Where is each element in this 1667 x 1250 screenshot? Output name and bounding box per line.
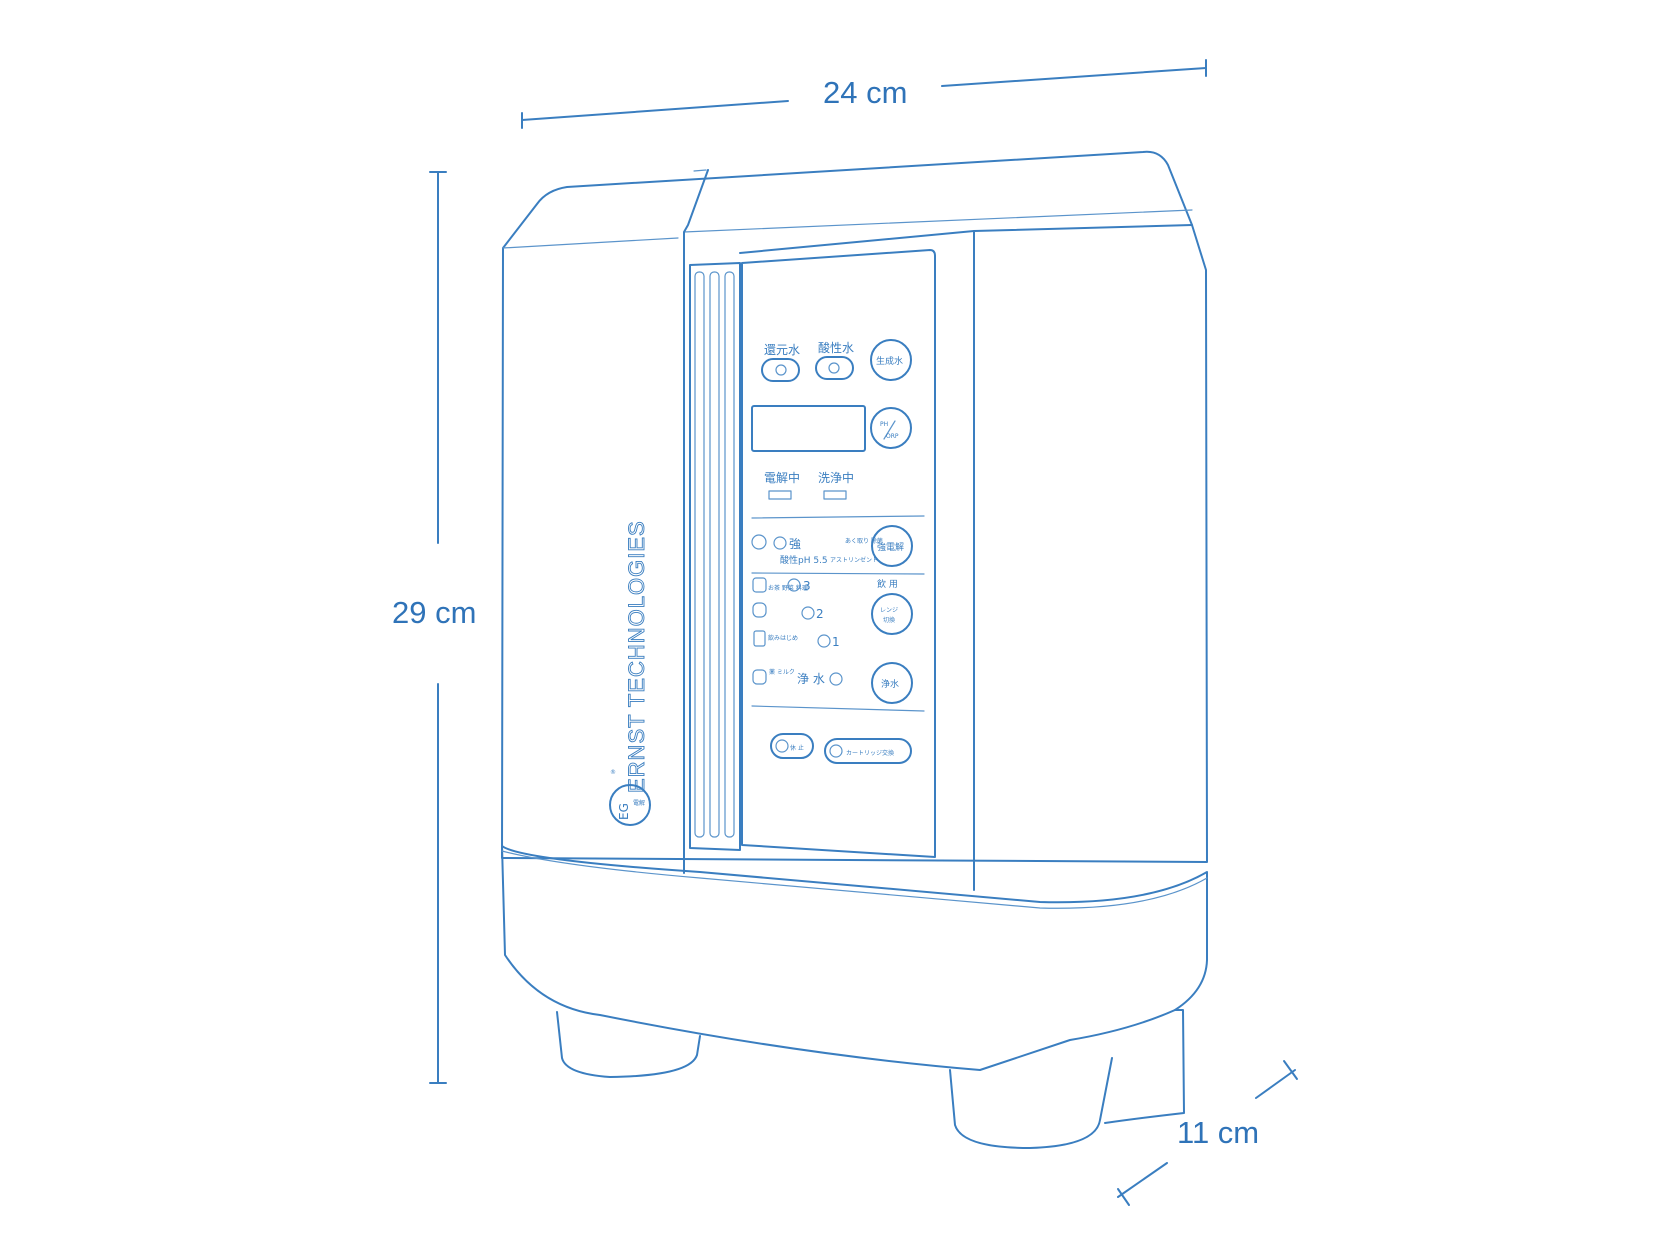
cartridge-replace-label: カートリッジ交換 xyxy=(846,749,894,757)
level-1-indicator xyxy=(817,634,831,648)
cleaning-label: 洗浄中 xyxy=(818,470,854,485)
level-2-label: 2 xyxy=(816,607,824,621)
acidic-water-indicator xyxy=(815,356,854,380)
purified-water-button[interactable]: 浄水 xyxy=(871,662,913,704)
electrolyzing-label: 電解中 xyxy=(764,470,800,485)
height-label: 29 cm xyxy=(392,595,476,630)
range-switch-top: レンジ xyxy=(880,607,898,614)
purified-water-label: 浄 水 xyxy=(797,672,825,686)
panel-drinking-section: 飲 用 お茶 野菜 料理 飲みはじめ 3 2 1 レンジ 切換 薬 ミルク 浄 … xyxy=(752,577,913,704)
purified-water-indicator xyxy=(829,672,843,686)
cleaning-led xyxy=(823,490,847,500)
width-label: 24 cm xyxy=(823,75,907,110)
control-panel xyxy=(741,249,936,858)
pause-button-label: 休 止 xyxy=(790,744,804,752)
device-base xyxy=(501,845,1208,1071)
milk-icon xyxy=(752,669,767,685)
cooking-small-label: お茶 野菜 料理 xyxy=(768,584,808,592)
ph-orp-button-bottom: ORP xyxy=(886,433,899,440)
depth-dimension: 11 cm xyxy=(1117,1060,1298,1206)
reduced-water-indicator xyxy=(761,358,800,382)
brand-name: ERNST TECHNOLOGIES xyxy=(624,520,649,793)
level-3-indicator xyxy=(787,578,801,592)
logo-text: EG xyxy=(617,803,631,820)
glass-icon xyxy=(753,630,766,647)
brand: ERNST TECHNOLOGIES EG 電解 ® xyxy=(609,520,651,826)
height-dimension: 29 cm xyxy=(392,171,476,1084)
water-ionizer-device xyxy=(501,150,1208,1149)
purified-water-button-label: 浄水 xyxy=(881,678,899,690)
level-1-label: 1 xyxy=(832,635,840,649)
level-2-indicator xyxy=(801,606,815,620)
astringent-icon xyxy=(751,534,767,550)
registered-mark: ® xyxy=(610,769,616,776)
strong-label: 強 xyxy=(789,537,801,551)
pause-button[interactable]: 休 止 xyxy=(770,733,814,759)
top-edge-line-right xyxy=(683,209,1193,233)
strong-indicator xyxy=(773,536,787,550)
drinking-label: 飲 用 xyxy=(877,578,898,590)
astringent-small-label: あく取り 除菌 xyxy=(845,537,883,545)
generate-water-button[interactable]: 生成水 xyxy=(870,339,912,381)
acidic-water-label: 酸性水 xyxy=(818,340,854,355)
first-drink-label: 飲みはじめ xyxy=(768,634,798,642)
generate-water-button-label: 生成水 xyxy=(876,355,903,367)
front-left-foot xyxy=(556,1011,701,1078)
panel-top-section: 還元水 酸性水 生成水 PH ORP 電解中 洗浄中 xyxy=(751,339,912,500)
cartridge-replace-button[interactable]: カートリッジ交換 xyxy=(824,738,912,764)
depth-label: 11 cm xyxy=(1177,1115,1259,1150)
strong-electrolysis-button-label: 強電解 xyxy=(877,541,904,553)
milk-small-label: 薬 ミルク xyxy=(769,668,795,676)
vent-slots xyxy=(689,262,741,851)
strong-electrolysis-button[interactable]: 強電解 xyxy=(871,525,913,567)
range-switch-button[interactable]: レンジ 切換 xyxy=(871,593,913,635)
range-switch-bottom: 切換 xyxy=(883,616,895,624)
eg-logo: EG 電解 xyxy=(609,784,651,826)
astringent-label: アストリンゼント xyxy=(830,556,878,564)
acid-ph-label: 酸性pH 5.5 xyxy=(780,554,828,566)
reduced-water-label: 還元水 xyxy=(764,343,800,357)
side-panel-top xyxy=(973,224,1193,232)
front-right-foot xyxy=(949,1057,1113,1149)
logo-chars: 電解 xyxy=(633,799,645,807)
ph-display-screen xyxy=(751,405,866,452)
electrolyzing-led xyxy=(768,490,792,500)
ph-orp-button-top: PH xyxy=(880,421,888,428)
back-foot xyxy=(1104,1009,1185,1124)
device-upper-body xyxy=(501,150,1208,863)
panel-bottom-section: 休 止 カートリッジ交換 xyxy=(770,733,912,764)
top-edge-line xyxy=(502,237,679,249)
cup-icon xyxy=(752,577,767,593)
sleeve-divider xyxy=(683,169,709,874)
ph-orp-button[interactable]: PH ORP xyxy=(870,407,912,449)
level-3-label: 3 xyxy=(803,579,811,593)
pot-icon xyxy=(752,602,767,618)
panel-strong-section: 強 酸性pH 5.5 あく取り 除菌 アストリンゼント 強電解 xyxy=(751,525,913,567)
width-dimension: 24 cm xyxy=(521,59,1207,129)
